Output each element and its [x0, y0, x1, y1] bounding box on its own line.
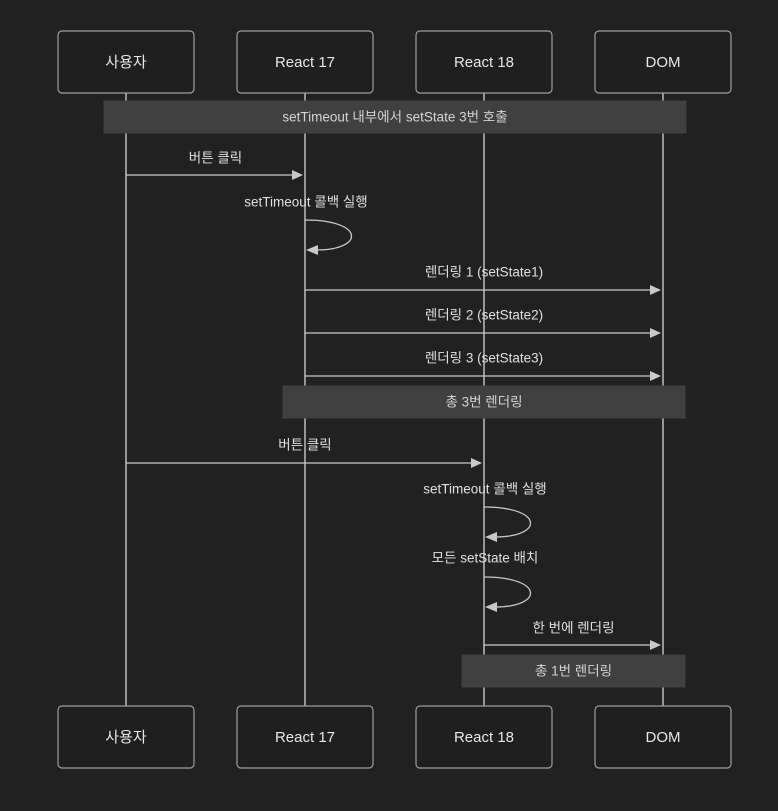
arrow-head	[485, 532, 497, 542]
arrow-head	[292, 170, 303, 180]
message-label: setTimeout 콜백 실행	[423, 482, 546, 497]
msg-button-click-2: 버튼 클릭	[126, 438, 482, 468]
self-loop-path	[483, 576, 532, 608]
actor-react18-bottom[interactable]: React 18	[415, 705, 553, 769]
message-label: setTimeout 콜백 실행	[244, 195, 367, 210]
message-label: 렌더링 3 (setState3)	[425, 351, 543, 366]
arrow-head	[471, 458, 482, 468]
actor-label: React 17	[275, 729, 335, 746]
actor-dom-top[interactable]: DOM	[594, 30, 732, 94]
actor-react17-bottom[interactable]: React 17	[236, 705, 374, 769]
actor-user-bottom[interactable]: 사용자	[57, 705, 195, 769]
actor-user-top[interactable]: 사용자	[57, 30, 195, 94]
msg-batch-all-setstate: 모든 setState 배치	[432, 551, 539, 612]
arrow-head	[485, 602, 497, 612]
note-label: 총 1번 렌더링	[535, 664, 612, 679]
actor-box	[57, 705, 195, 769]
message-label: 모든 setState 배치	[432, 551, 539, 566]
note-background	[461, 654, 686, 688]
msg-button-click-1: 버튼 클릭	[126, 151, 303, 180]
arrow-head	[650, 328, 661, 338]
note-background	[103, 100, 687, 134]
actor-dom-bottom[interactable]: DOM	[594, 705, 732, 769]
actor-label: React 17	[275, 54, 335, 71]
message-label: 버튼 클릭	[189, 151, 242, 166]
msg-render-1: 렌더링 1 (setState1)	[305, 265, 661, 295]
actor-react17-top[interactable]: React 17	[236, 30, 374, 94]
message-label: 한 번에 렌더링	[532, 621, 614, 636]
actor-label: React 18	[454, 729, 514, 746]
self-loop-path	[483, 506, 532, 538]
actor-label: 사용자	[105, 729, 147, 746]
msg-render-3: 렌더링 3 (setState3)	[305, 351, 661, 381]
notes-group: setTimeout 내부에서 setState 3번 호출총 3번 렌더링총 …	[103, 100, 687, 688]
note-total-3-renders: 총 3번 렌더링	[282, 385, 686, 419]
actor-label: DOM	[646, 729, 681, 746]
note-label: setTimeout 내부에서 setState 3번 호출	[282, 110, 507, 125]
arrow-head	[650, 640, 661, 650]
arrow-head	[650, 285, 661, 295]
actor-box	[236, 30, 374, 94]
actor-label: React 18	[454, 54, 514, 71]
actor-box	[236, 705, 374, 769]
note-label: 총 3번 렌더링	[445, 395, 522, 410]
actor-label: 사용자	[105, 54, 147, 71]
actor-box	[415, 30, 553, 94]
msg-render-2: 렌더링 2 (setState2)	[305, 308, 661, 338]
actor-box	[415, 705, 553, 769]
note-settimeout-3-calls: setTimeout 내부에서 setState 3번 호출	[103, 100, 687, 134]
actor-label: DOM	[646, 54, 681, 71]
message-label: 렌더링 1 (setState1)	[425, 265, 543, 280]
actor-box	[594, 705, 732, 769]
arrow-head	[650, 371, 661, 381]
note-total-1-render: 총 1번 렌더링	[461, 654, 686, 688]
message-label: 버튼 클릭	[278, 438, 331, 453]
msg-settimeout-callback-18: setTimeout 콜백 실행	[423, 482, 547, 542]
actor-box	[57, 30, 195, 94]
arrow-head	[306, 245, 318, 255]
self-loop-path	[304, 219, 353, 251]
note-background	[282, 385, 686, 419]
msg-render-once: 한 번에 렌더링	[484, 621, 661, 650]
message-label: 렌더링 2 (setState2)	[425, 308, 543, 323]
msg-settimeout-callback-17: setTimeout 콜백 실행	[244, 195, 368, 255]
actor-box	[594, 30, 732, 94]
actor-react18-top[interactable]: React 18	[415, 30, 553, 94]
